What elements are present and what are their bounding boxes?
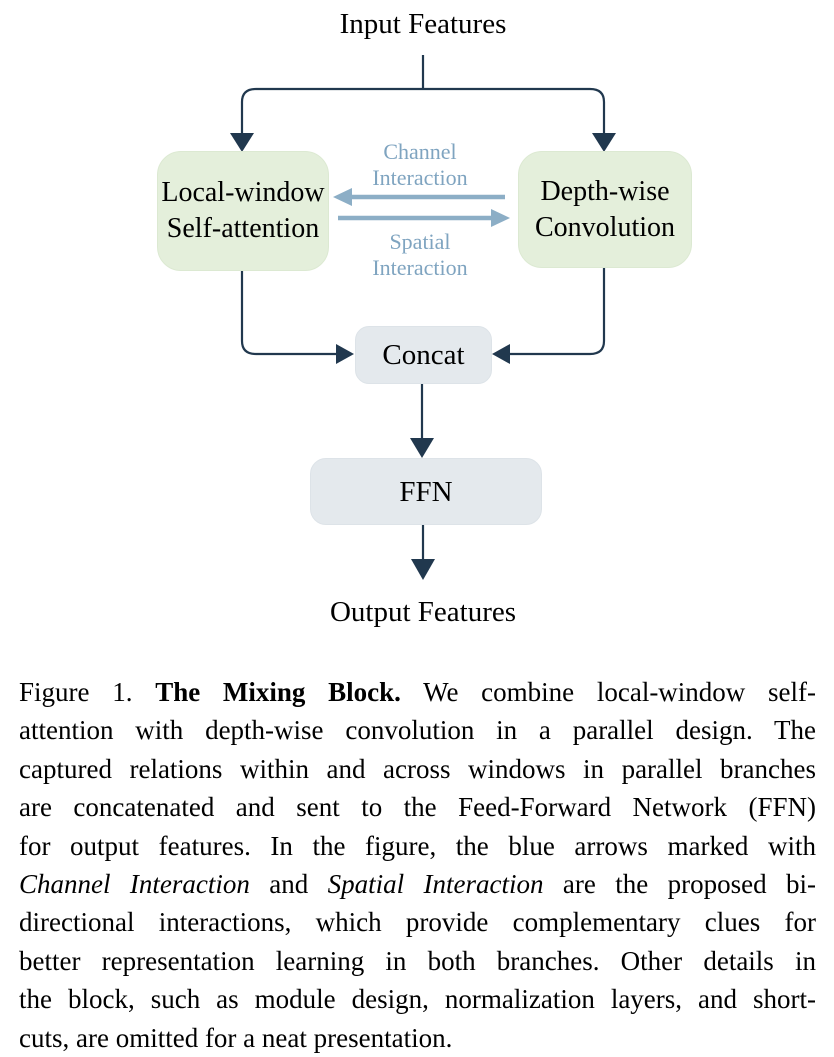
ffn-box: FFN (310, 458, 542, 525)
caption-segment: cuts, are omitted for a neat presentatio… (19, 1022, 453, 1053)
caption-segment: are concatenated and sent to the Feed-Fo… (19, 792, 816, 823)
output-features-label: Output Features (329, 596, 517, 628)
caption-line: Channel Interaction and Spatial Interact… (19, 865, 816, 903)
arrowhead-right-blue-icon (491, 209, 510, 227)
arrowhead-left-navy-icon (492, 344, 510, 364)
mixing-block-diagram: Input Features Local-window Self-attenti… (157, 8, 692, 628)
caption-segment: attention with depth-wise convolution in… (19, 715, 816, 746)
local-window-label-line1: Local-window (161, 177, 325, 208)
caption-segment: Figure 1. (19, 677, 156, 707)
branch-split-connector (240, 87, 606, 134)
caption-segment: the block, such as module design, normal… (19, 984, 816, 1015)
caption-line: the block, such as module design, normal… (19, 980, 816, 1018)
arrowhead-down-output-icon (411, 559, 435, 580)
caption-line: are concatenated and sent to the Feed-Fo… (19, 788, 816, 826)
input-features-label: Input Features (339, 8, 507, 40)
concat-label: Concat (382, 339, 465, 371)
caption-segment: and (249, 869, 328, 900)
depth-wise-convolution-box: Depth-wise Convolution (518, 151, 692, 268)
concat-box: Concat (355, 326, 492, 384)
arrowhead-down-left-icon (230, 133, 254, 152)
diagram-connectors (230, 55, 616, 580)
spatial-label-line1: Spatial (389, 229, 451, 254)
caption-line: directional interactions, which provide … (19, 903, 816, 941)
ffn-label: FFN (399, 475, 453, 508)
caption-segment: Spatial Interaction (327, 869, 544, 900)
caption-line: for output features. In the figure, the … (19, 827, 816, 865)
channel-label-line2: Interaction (372, 165, 468, 190)
depth-wise-label-line1: Depth-wise (540, 175, 670, 207)
arrowhead-left-blue-icon (333, 188, 352, 206)
caption-segment: for output features. In the figure, the … (19, 830, 816, 861)
depth-wise-label-line2: Convolution (534, 211, 675, 243)
left-to-concat-connector (240, 269, 336, 356)
channel-interaction-label: Channel Interaction (372, 139, 467, 191)
caption-segment: better representation learning in both b… (19, 945, 816, 976)
caption-segment: directional interactions, which provide … (19, 907, 816, 938)
arrowhead-down-concat-icon (410, 438, 434, 458)
right-to-concat-connector (510, 266, 606, 356)
caption-line: captured relations within and across win… (19, 750, 816, 788)
arrowhead-down-right-icon (592, 133, 616, 152)
caption-segment: We combine local-window self- (400, 677, 816, 707)
caption-line: attention with depth-wise convolution in… (19, 711, 816, 749)
caption-line: Figure 1. The Mixing Block. We combine l… (19, 673, 816, 711)
figure-caption: Figure 1. The Mixing Block. We combine l… (19, 673, 816, 1057)
channel-label-line1: Channel (383, 139, 457, 164)
caption-segment: captured relations within and across win… (19, 753, 816, 784)
caption-segment: are the proposed bi- (543, 869, 817, 900)
local-window-self-attention-box: Local-window Self-attention (157, 151, 329, 271)
spatial-interaction-label: Spatial Interaction (372, 229, 467, 281)
caption-segment: The Mixing Block. (155, 677, 401, 707)
spatial-label-line2: Interaction (372, 255, 468, 280)
arrowhead-right-navy-icon (336, 344, 354, 364)
caption-line: better representation learning in both b… (19, 942, 816, 980)
caption-segment: Channel Interaction (19, 869, 250, 900)
caption-line: cuts, are omitted for a neat presentatio… (19, 1019, 816, 1057)
local-window-label-line2: Self-attention (166, 213, 320, 244)
